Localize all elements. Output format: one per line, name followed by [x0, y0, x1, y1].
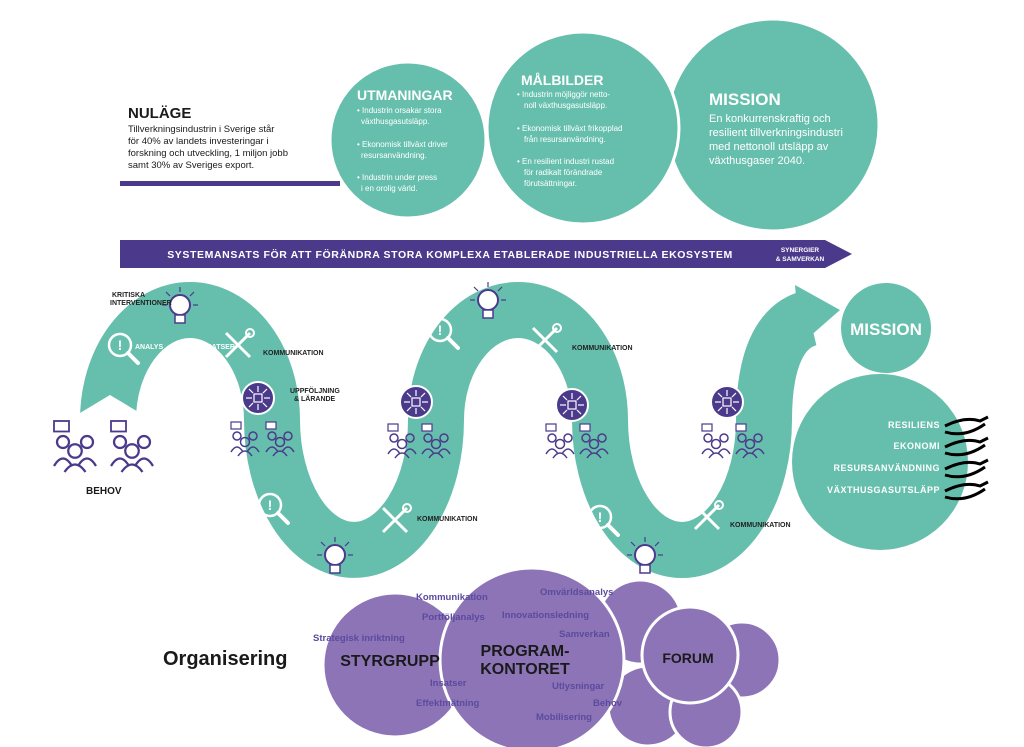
malbilder-line: noll växthusgasutsläpp. [524, 101, 607, 110]
malbilder-line: • Ekonomisk tillväxt frikopplad [517, 124, 623, 133]
flow-arrowhead [795, 285, 840, 345]
uppfoljning-label: UPPFÖLJNING [290, 386, 340, 395]
mission-right-circle [841, 283, 931, 373]
programkontoret-label: KONTORET [480, 661, 570, 678]
organisation-keywords: Kommunikation Omvärldsanalys Portföljana… [313, 587, 623, 723]
banner-tip-2: & SAMVERKAN [776, 256, 825, 263]
kommunikation-label: KOMMUNIKATION [417, 516, 478, 523]
outcome-ekonomi: EKONOMI [893, 441, 940, 451]
behov-people-icon [52, 419, 98, 474]
behov-people-icon [109, 419, 155, 474]
malbilder-line: för radikalt förändrade [524, 168, 603, 177]
programkontoret-bubble [438, 566, 626, 747]
keyword: Portföljanalys [422, 612, 485, 623]
flow-tail-notch [60, 395, 160, 425]
outcome-vaxthusgas: VÄXTHUSGASUTSLÄPP [827, 485, 940, 495]
nulage-divider [120, 181, 340, 186]
feedback-cycle-icon [710, 385, 744, 419]
mission-circle [665, 17, 881, 233]
organisering-title: Organisering [163, 648, 287, 670]
mission-title: MISSION [709, 90, 781, 109]
outcome-resursanvandning: RESURSANVÄNDNING [833, 463, 940, 473]
mission-line: resilient tillverkningsindustri [709, 127, 843, 139]
nulage-title: NULÄGE [128, 105, 191, 122]
keyword: Strategisk inriktning [313, 633, 405, 644]
systemansats-banner: SYSTEMANSATS FÖR ATT FÖRÄNDRA STORA KOMP… [120, 240, 852, 268]
kommunikation-label: KOMMUNIKATION [730, 522, 791, 529]
keyword: Omvärldsanalys [540, 587, 613, 598]
outcomes-circle [792, 374, 968, 550]
behov-label: BEHOV [86, 486, 122, 497]
malbilder-line: • En resilient industri rustad [517, 157, 614, 166]
mission-line: med nettonoll utsläpp av [709, 141, 829, 153]
nulage-line: samt 30% av Sveriges export. [128, 160, 254, 171]
keyword: Kommunikation [416, 592, 488, 603]
malbilder-line: från resursanvändning. [524, 135, 606, 144]
kommunikation-label: KOMMUNIKATION [263, 350, 324, 357]
programkontoret-label: PROGRAM- [481, 643, 570, 660]
utmaningar-line: växthusgasutsläpp. [361, 117, 430, 126]
malbilder-text: MÅLBILDER • Industrin möjliggör netto- n… [517, 72, 623, 188]
flow-arch-1 [80, 282, 300, 421]
utmaningar-line: • Industrin under press [357, 173, 437, 182]
analys-label: ANALYS [135, 344, 163, 351]
flow-arch-2 [244, 419, 464, 578]
mission-line: växthusgaser 2040. [709, 155, 805, 167]
utmaningar-circle [328, 60, 488, 220]
feedback-cycle-icon [399, 385, 433, 419]
malbilder-circle [485, 30, 681, 226]
kritiska-label: KRITISKA [112, 292, 145, 299]
keyword: Insatser [430, 678, 467, 689]
banner-text: SYSTEMANSATS FÖR ATT FÖRÄNDRA STORA KOMP… [167, 248, 733, 261]
people-group-icon [701, 423, 731, 459]
keyword: Innovationsledning [502, 610, 589, 621]
malbilder-line: förutsättningar. [524, 179, 577, 188]
nulage-line: Tillverkningsindustrin i Sverige står [128, 124, 274, 135]
utmaningar-line: i en orolig värld. [361, 184, 417, 193]
malbilder-line: • Industrin möjliggör netto- [517, 90, 610, 99]
forum-label: FORUM [662, 650, 713, 666]
kommunikation-label: KOMMUNIKATION [572, 345, 633, 352]
nulage-section: NULÄGE Tillverkningsindustrin i Sverige … [120, 105, 340, 186]
outcome-resiliens: RESILIENS [888, 420, 940, 430]
nulage-line: för 40% av landets investeringar i [128, 136, 268, 147]
malbilder-title: MÅLBILDER [521, 72, 603, 88]
nulage-line: forskning och utveckling, 1 miljon jobb [128, 148, 288, 159]
keyword: Utlysningar [552, 681, 605, 692]
keyword: Samverkan [559, 629, 610, 640]
keyword: Mobilisering [536, 712, 592, 723]
banner-arrow [120, 240, 852, 268]
utmaningar-line: resursanvändning. [361, 151, 427, 160]
mission-line: En konkurrenskraftig och [709, 113, 831, 125]
keyword: Behov [593, 698, 623, 709]
outcomes-list: RESILIENS EKONOMI RESURSANVÄNDNING VÄXTH… [827, 420, 940, 495]
feedback-cycle-icon [241, 381, 275, 415]
feedback-cycle-icon [555, 388, 589, 422]
people-group-icon [545, 423, 575, 459]
mission-right-title: MISSION [850, 320, 922, 339]
utmaningar-line: • Industrin orsakar stora [357, 106, 442, 115]
utmaningar-title: UTMANINGAR [357, 87, 453, 103]
styrgrupp-label: STYRGRUPP [340, 653, 440, 670]
flow-arch-4 [572, 419, 792, 578]
banner-tip-1: SYNERGIER [781, 247, 820, 254]
flow-arch-3 [408, 282, 628, 421]
insatser-label: INSATSER [200, 344, 235, 351]
forum-main-bubble [640, 605, 740, 705]
organisation-bubbles [321, 566, 782, 747]
mission-top-text: MISSION En konkurrenskraftig och resilie… [709, 90, 843, 167]
swirl-arrows-icon [944, 415, 989, 501]
keyword: Effektmätning [416, 698, 480, 709]
utmaningar-text: UTMANINGAR • Industrin orsakar stora väx… [357, 87, 453, 193]
kritiska-label: INTERVENTIONER [110, 300, 172, 307]
serpentine-flow [80, 282, 819, 578]
uppfoljning-label: & LÄRANDE [294, 395, 336, 403]
utmaningar-line: • Ekonomisk tillväxt driver [357, 140, 448, 149]
